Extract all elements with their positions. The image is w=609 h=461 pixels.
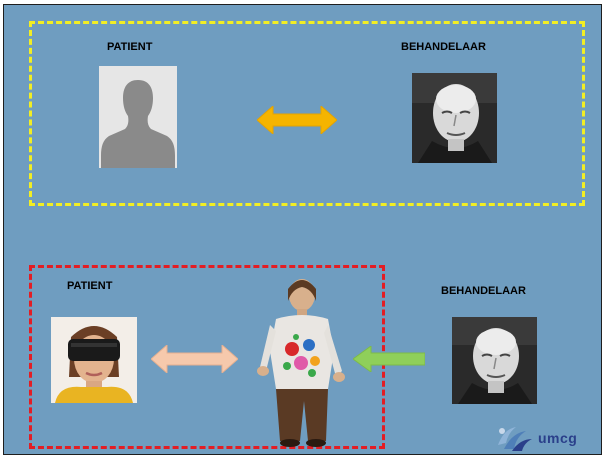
patient-silhouette-image bbox=[99, 66, 177, 168]
therapist-photo-bottom bbox=[452, 317, 537, 404]
left-arrow-icon bbox=[353, 346, 425, 372]
umcg-logo-icon bbox=[494, 423, 534, 453]
top-patient-label: PATIENT bbox=[107, 41, 153, 53]
bottom-patient-label: PATIENT bbox=[67, 280, 113, 292]
top-behandelaar-label: BEHANDELAAR bbox=[401, 41, 486, 53]
slide: PATIENT BEHANDELAAR PATIENT BEHANDELAAR bbox=[3, 4, 602, 455]
bottom-behandelaar-label: BEHANDELAAR bbox=[441, 285, 526, 297]
double-arrow-icon bbox=[257, 106, 337, 134]
virtual-avatar-image bbox=[254, 271, 349, 447]
patient-vr-headset-photo bbox=[51, 317, 137, 403]
umcg-logo-text: umcg bbox=[538, 430, 578, 446]
double-arrow-icon bbox=[151, 345, 238, 373]
top-group-frame bbox=[29, 21, 585, 206]
umcg-logo: umcg bbox=[494, 423, 594, 453]
therapist-photo-top bbox=[412, 73, 497, 163]
